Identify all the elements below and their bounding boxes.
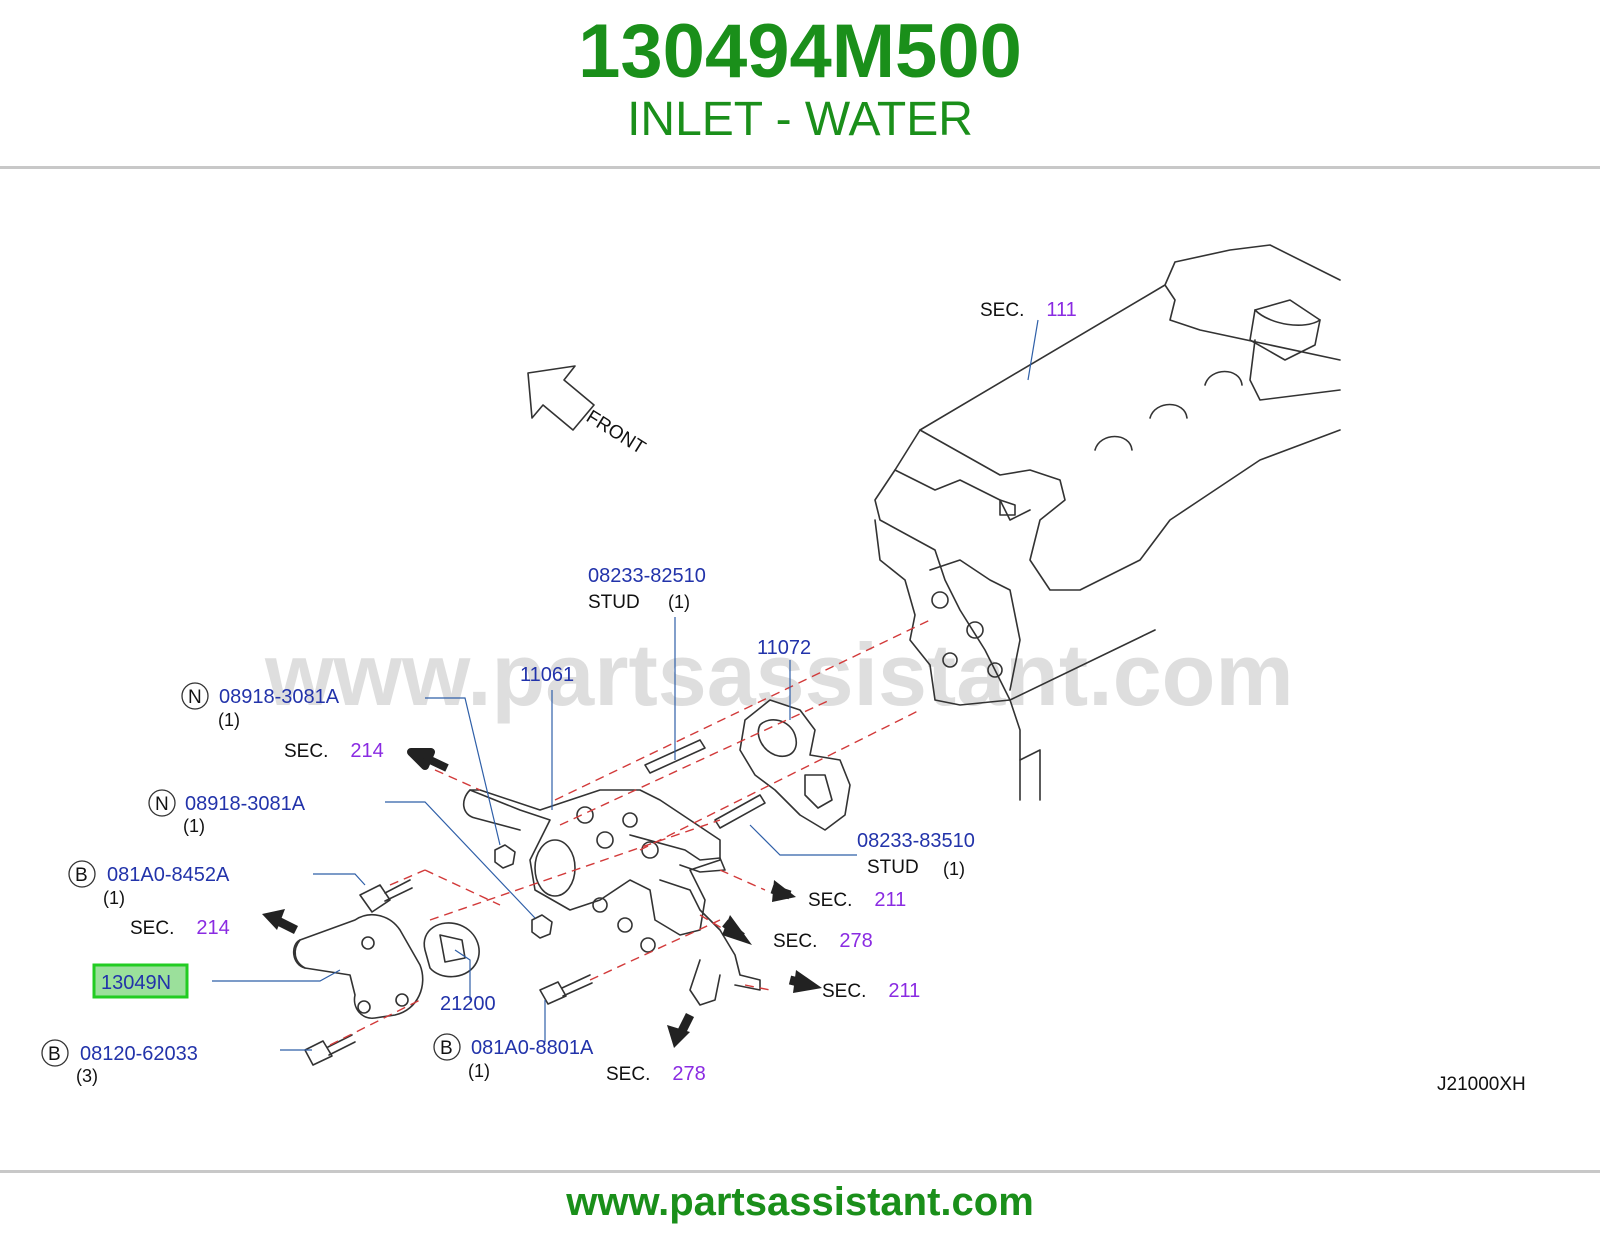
header: 130494M500 INLET - WATER [0, 0, 1600, 168]
part-link-08233-83510[interactable]: 08233-83510 [857, 830, 975, 852]
sec-211-callout: SEC.211 [822, 980, 920, 1002]
b-badge-letter: B [48, 1044, 61, 1065]
footer-divider [0, 1170, 1600, 1173]
quantity: (1) [943, 859, 965, 879]
header-divider [0, 166, 1600, 169]
part-link-11061[interactable]: 11061 [520, 664, 574, 686]
quantity: (1) [668, 592, 690, 612]
b-badge-icon [68, 860, 96, 888]
quantity: (3) [76, 1066, 98, 1086]
b-badge-letter: B [75, 865, 88, 886]
b-badge-letter: B [440, 1038, 453, 1059]
sec-214-callout: SEC.214 [130, 917, 230, 939]
part-link-21200[interactable]: 21200 [440, 993, 496, 1015]
n-badge-letter: N [188, 687, 202, 708]
gasket-11072-drawing [739, 699, 851, 831]
drawing-code: J21000XH [1437, 1074, 1526, 1095]
n-badge-icon [181, 682, 209, 710]
stud-label: STUD [588, 592, 640, 613]
front-label: FRONT [582, 406, 649, 459]
stud-icon [644, 739, 766, 829]
thermostat-drawing [423, 922, 480, 978]
water-inlet-13049n-drawing [292, 914, 424, 1019]
part-link-13049n[interactable]: 13049N [101, 972, 171, 994]
sec-111-callout: SEC.111 [980, 299, 1077, 321]
b-badge-icon [433, 1033, 461, 1061]
nut-icon [494, 844, 553, 939]
sec-278-callout: SEC.278 [606, 1063, 706, 1085]
direction-arrow-icon [262, 748, 822, 1048]
quantity: (1) [468, 1061, 490, 1081]
sec-211-callout: SEC.211 [808, 889, 906, 911]
alignment-lines [329, 619, 931, 1046]
leader-lines [212, 319, 1039, 1051]
quantity: (1) [103, 888, 125, 908]
footer-url[interactable]: www.partsassistant.com [566, 1180, 1034, 1224]
front-arrow-icon: FRONT [527, 365, 649, 459]
sec-214-callout: SEC.214 [284, 740, 384, 762]
bolt-icon [304, 879, 593, 1066]
highlighted-part-box[interactable] [92, 963, 189, 999]
sec-278-callout: SEC.278 [773, 930, 873, 952]
part-link-081a0-8452a[interactable]: 081A0-8452A [107, 864, 230, 886]
b-badge-icon [41, 1039, 69, 1067]
part-link-08918-3081a[interactable]: 08918-3081A [219, 686, 340, 708]
part-link-11072[interactable]: 11072 [757, 637, 811, 659]
parts-diagram: www.partsassistant.com FRONT [41, 244, 1526, 1095]
part-number: 130494M500 [578, 9, 1022, 94]
part-link-08918-3081a[interactable]: 08918-3081A [185, 793, 306, 815]
part-title: INLET - WATER [627, 93, 973, 146]
engine-head-drawing [874, 244, 1341, 801]
part-link-081a0-8801a[interactable]: 081A0-8801A [471, 1037, 594, 1059]
stud-label: STUD [867, 857, 919, 878]
quantity: (1) [183, 816, 205, 836]
n-badge-icon [148, 789, 176, 817]
quantity: (1) [218, 710, 240, 730]
n-badge-letter: N [155, 794, 169, 815]
part-link-08233-82510[interactable]: 08233-82510 [588, 565, 706, 587]
part-link-08120-62033[interactable]: 08120-62033 [80, 1043, 198, 1065]
